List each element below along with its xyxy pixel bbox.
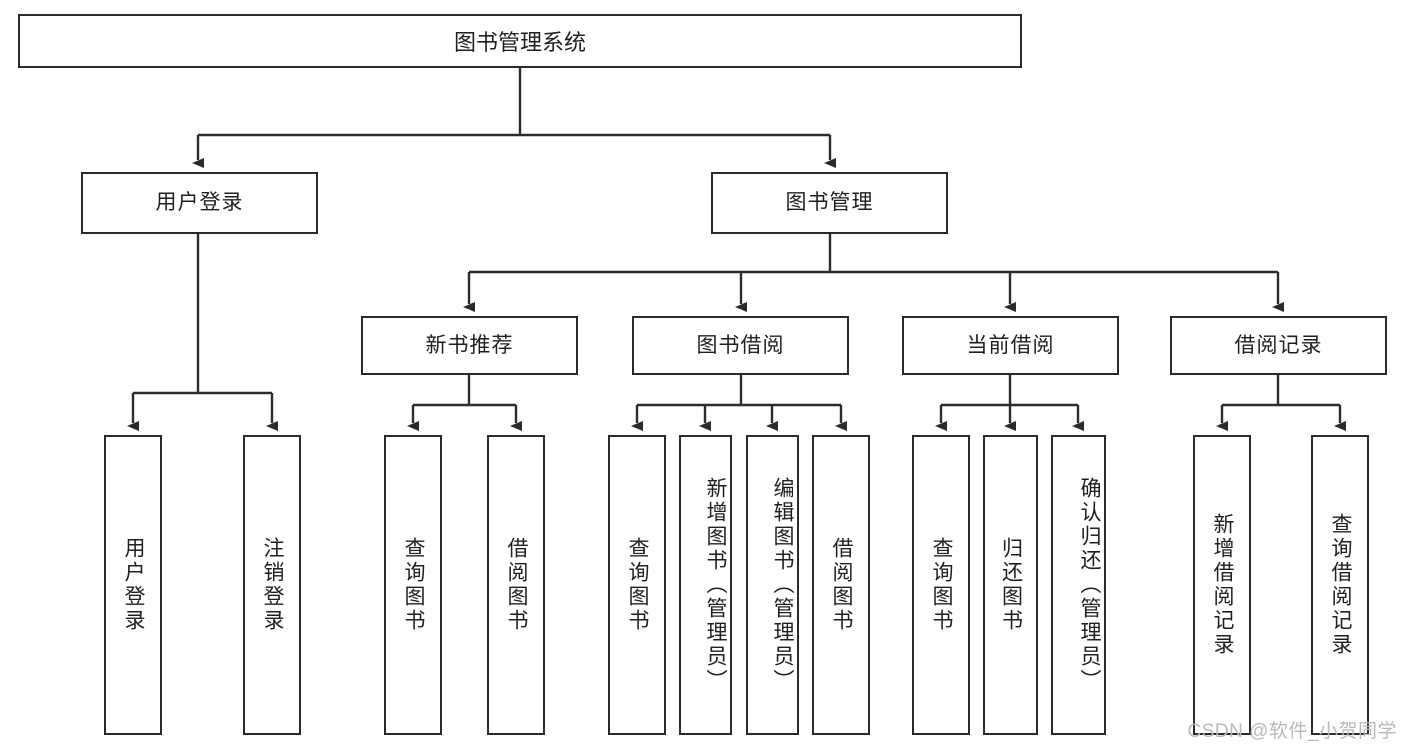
node-root-system[interactable]: 图书管理系统 xyxy=(18,14,1022,68)
leaf-new-book-query[interactable]: 查询图书 xyxy=(384,435,442,735)
leaf-current-borrow-confirm[interactable]: 确认归还（管理员） xyxy=(1051,435,1106,735)
leaf-book-borrow-query[interactable]: 查询图书 xyxy=(608,435,666,735)
node-user-login[interactable]: 用户登录 xyxy=(81,172,318,234)
node-book-borrow[interactable]: 图书借阅 xyxy=(632,316,849,375)
leaf-current-borrow-query[interactable]: 查询图书 xyxy=(912,435,970,735)
leaf-borrow-record-add[interactable]: 新增借阅记录 xyxy=(1193,435,1251,735)
node-borrow-record[interactable]: 借阅记录 xyxy=(1170,316,1387,375)
leaf-book-borrow-edit[interactable]: 编辑图书（管理员） xyxy=(746,435,799,735)
node-book-manage[interactable]: 图书管理 xyxy=(711,172,948,234)
leaf-book-borrow-lend[interactable]: 借阅图书 xyxy=(812,435,870,735)
leaf-user-login-signout[interactable]: 注销登录 xyxy=(243,435,301,735)
leaf-current-borrow-return[interactable]: 归还图书 xyxy=(983,435,1038,735)
node-new-book-recommend[interactable]: 新书推荐 xyxy=(361,316,578,375)
leaf-book-borrow-add[interactable]: 新增图书（管理员） xyxy=(679,435,732,735)
csdn-watermark: CSDN @软件_小贺同学 xyxy=(1187,721,1397,742)
leaf-new-book-borrow[interactable]: 借阅图书 xyxy=(487,435,545,735)
leaf-user-login-signin[interactable]: 用户登录 xyxy=(104,435,162,735)
node-current-borrow[interactable]: 当前借阅 xyxy=(902,316,1119,375)
leaf-borrow-record-query[interactable]: 查询借阅记录 xyxy=(1311,435,1369,735)
